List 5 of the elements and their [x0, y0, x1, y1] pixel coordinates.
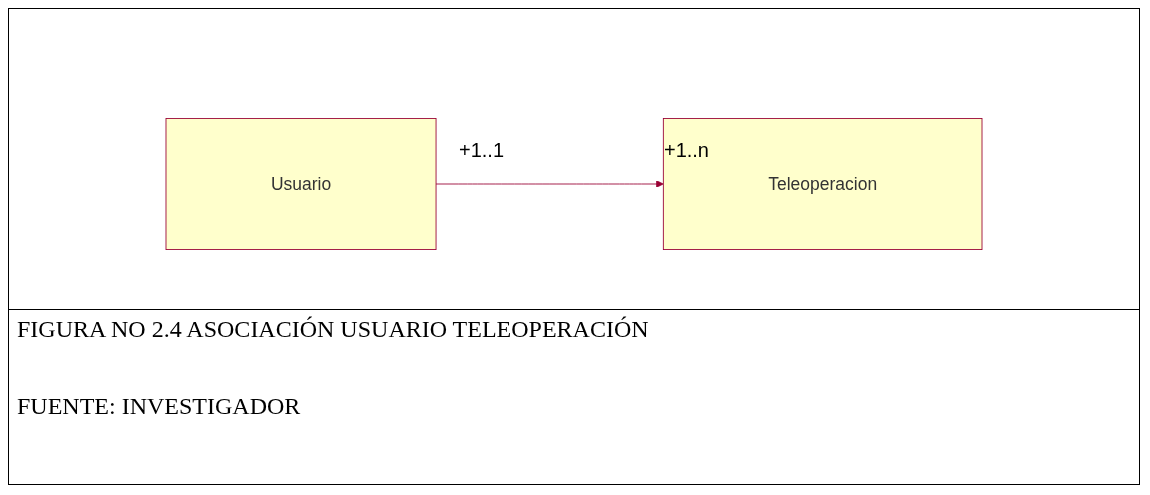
source-note: FUENTE: INVESTIGADOR [17, 393, 302, 420]
figure-caption: FIGURA NO 2.4 ASOCIACIÓN USUARIO TELEOPERACIÓN [17, 316, 650, 343]
multiplicity-label: +1..1 [459, 139, 505, 162]
node-box: Usuario [165, 118, 437, 250]
multiplicity-label: +1..n [663, 139, 709, 162]
